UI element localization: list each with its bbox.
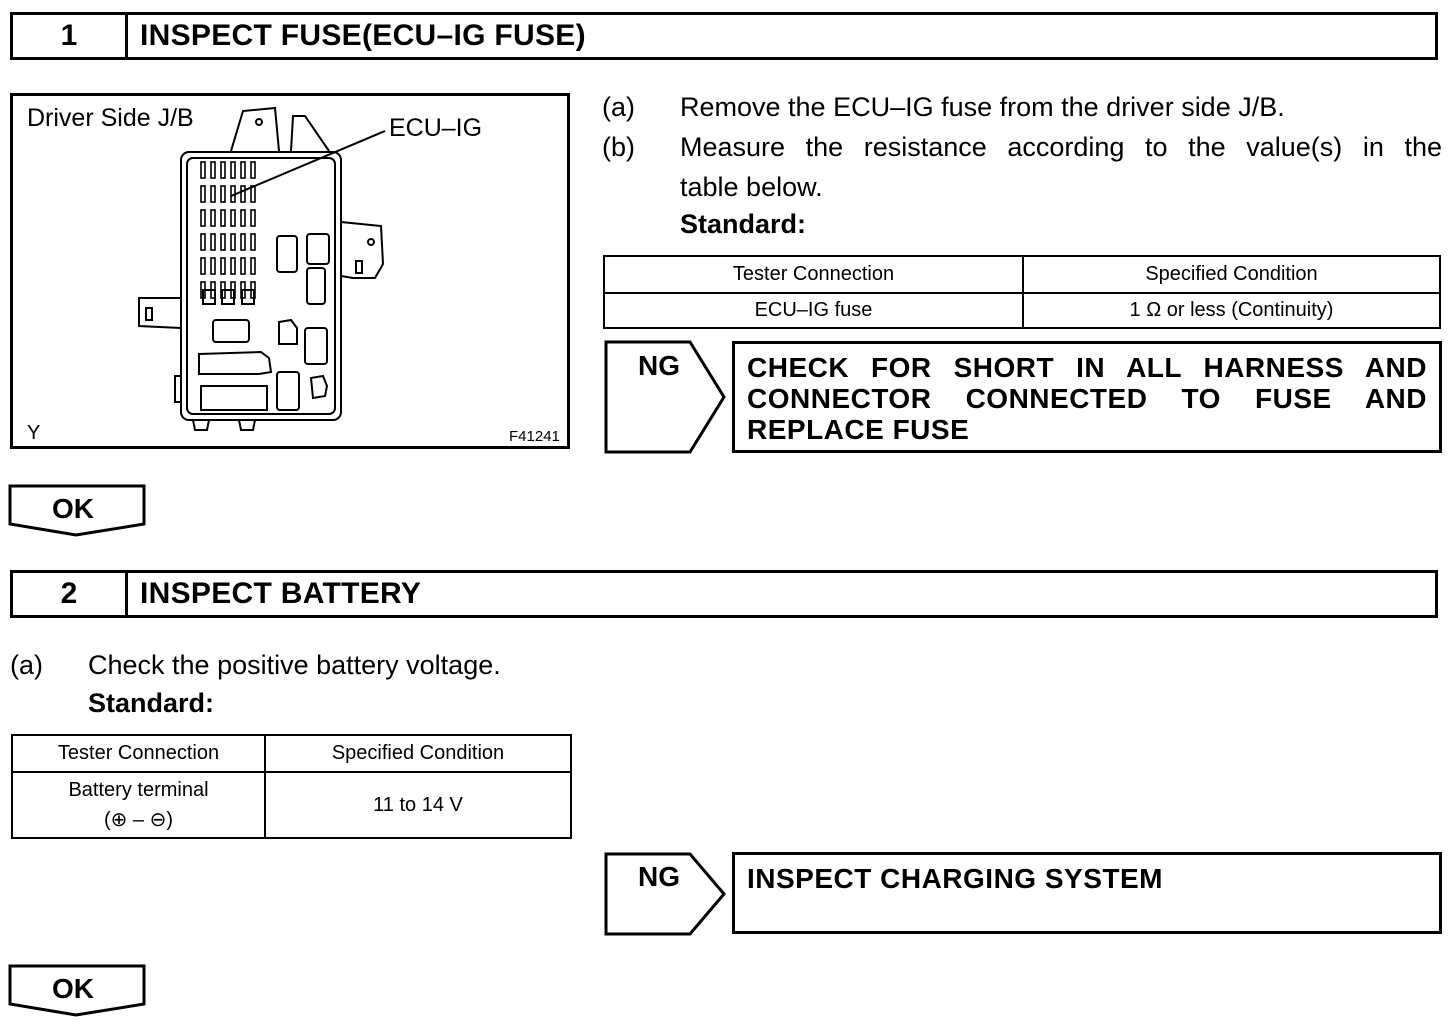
table-cell: 11 to 14 V [264, 771, 572, 839]
table-header: Tester Connection [603, 255, 1024, 294]
instruction-a: (a) Remove the ECU–IG fuse from the driv… [602, 87, 1442, 127]
instruction-text-line2: table below. [680, 172, 823, 202]
table-cell-line1: Battery terminal [68, 779, 209, 801]
ng-label: NG [638, 861, 680, 892]
ng-arrow-box [604, 340, 726, 454]
instruction-label: (b) [602, 132, 635, 162]
standard-label: Standard: [88, 688, 215, 718]
ok-arrow-box [8, 484, 146, 537]
table-cell-line2: (⊕ – ⊖) [103, 809, 174, 831]
instruction-text: Check the positive battery voltage. [88, 650, 501, 680]
instruction-b: (b) Measure the resistance according to … [602, 127, 1442, 207]
junction-block-drawing [138, 106, 386, 431]
table-cell: 1 Ω or less (Continuity) [1022, 292, 1441, 329]
figure-corner-letter: Y [27, 422, 41, 444]
step-number: 1 [13, 15, 128, 57]
fuse-location-figure: Driver Side J/B ECU–IG Y F41241 [10, 93, 570, 449]
step-2-header: 2 INSPECT BATTERY [10, 570, 1438, 618]
ok-label: OK [52, 973, 94, 1004]
step-title: INSPECT FUSE(ECU–IG FUSE) [140, 19, 586, 52]
step-2-spec-table: Tester Connection Specified Condition Ba… [11, 734, 572, 839]
figure-id: F41241 [509, 428, 560, 445]
instruction-text-line1: Measure the resistance according to the … [680, 132, 1442, 162]
table-header: Specified Condition [264, 734, 572, 773]
instruction-label: (a) [602, 92, 635, 122]
step-1-header: 1 INSPECT FUSE(ECU–IG FUSE) [10, 12, 1438, 60]
standard-label: Standard: [680, 209, 807, 239]
instruction-a: (a) Check the positive battery voltage. [10, 645, 610, 685]
table-header: Specified Condition [1022, 255, 1441, 294]
ng-action-box: INSPECT CHARGING SYSTEM [732, 852, 1442, 934]
instruction-label: (a) [10, 650, 43, 680]
ng-label: NG [638, 350, 680, 381]
figure-callout-label: ECU–IG [389, 114, 483, 142]
step-number: 2 [13, 573, 128, 615]
figure-location-label: Driver Side J/B [27, 104, 194, 132]
ng-arrow-box [604, 852, 726, 936]
ng-action-box: CHECK FOR SHORT IN ALL HARNESS AND CONNE… [732, 341, 1442, 453]
ok-arrow-box [8, 964, 146, 1017]
table-cell: ECU–IG fuse [603, 292, 1024, 329]
ok-label: OK [52, 493, 94, 524]
table-header: Tester Connection [11, 734, 266, 773]
instruction-text: Remove the ECU–IG fuse from the driver s… [680, 92, 1285, 122]
step-title: INSPECT BATTERY [140, 577, 422, 610]
step-1-spec-table: Tester Connection Specified Condition EC… [603, 255, 1441, 329]
table-cell: Battery terminal (⊕ – ⊖) [11, 771, 266, 839]
